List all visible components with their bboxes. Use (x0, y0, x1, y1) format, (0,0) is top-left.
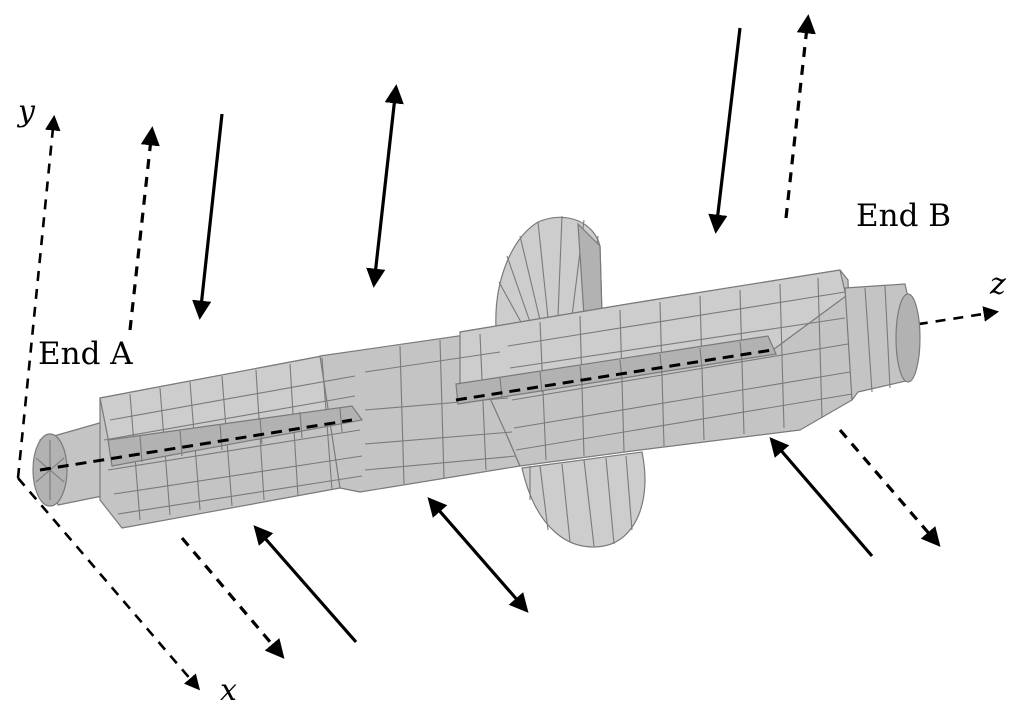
solid-double-arrow (366, 84, 404, 288)
end-b-face (895, 293, 921, 383)
solid-arrow-down (708, 27, 742, 234)
disk-upper-half (495, 215, 603, 329)
solid-arrow-down (192, 113, 224, 320)
end-b-label: End B (856, 198, 951, 234)
disk-lower-half (521, 451, 646, 548)
y-axis-line (16, 114, 61, 479)
dashed-arrow-up (784, 14, 816, 219)
solid-arrow-up (769, 437, 874, 558)
end-a-label: End A (38, 336, 133, 372)
dashed-arrow-down (180, 536, 285, 659)
dashed-arrow-down (838, 428, 941, 547)
solid-arrow-up (253, 525, 358, 644)
z-axis-line (899, 306, 1000, 329)
dashed-arrow-up (128, 126, 160, 331)
y-axis-label: y (16, 94, 36, 129)
lower-excitation-arrows (180, 428, 941, 659)
coordinate-axes: y x z (16, 94, 1006, 708)
solid-double-arrow (427, 497, 529, 613)
upper-excitation-arrows (128, 14, 816, 331)
bore-cutaway-left (107, 405, 364, 467)
shaft-body (32, 269, 921, 529)
z-axis-label: z (989, 267, 1006, 302)
x-axis-label: x (220, 673, 237, 708)
